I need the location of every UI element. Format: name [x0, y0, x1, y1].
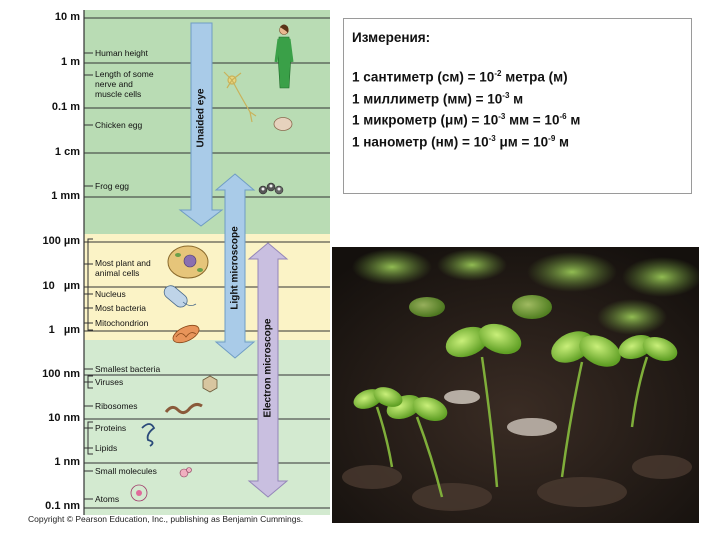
size-scale-diagram: 10 m 1 m 0.1 m 1 cm 1 mm 100 µm 10 µm 1 …	[0, 0, 330, 520]
text-part: м = 10	[507, 134, 549, 149]
item-viruses: Viruses	[95, 377, 124, 387]
nerve-cell-icon	[223, 71, 257, 123]
text-part: м	[509, 91, 524, 106]
background-seedlings	[352, 249, 699, 335]
item-plant-animal-cells: Most plant and animal cells	[95, 258, 151, 278]
item-line: Most plant and	[95, 258, 151, 268]
item-line: nerve and	[95, 79, 133, 89]
item-small-molecules: Small molecules	[95, 466, 157, 476]
measurement-line-nm: 1 нанометр (нм) = 10-3 μм = 10-9 м	[352, 130, 683, 152]
item-human-height: Human height	[95, 48, 148, 58]
tick-label: 0.1 m	[51, 101, 80, 113]
item-most-bacteria: Most bacteria	[95, 303, 147, 313]
text-part: 1 сантиметр (см) = 10	[352, 69, 495, 85]
tick-label: 10 nm	[48, 412, 80, 424]
item-nerve-muscle: Length of some nerve and muscle cells	[95, 69, 154, 99]
tick-label: 1 mm	[51, 190, 80, 202]
exponent: -6	[559, 112, 567, 121]
tick-label: 1 cm	[54, 146, 80, 158]
seedling-leaves	[353, 295, 678, 422]
measurement-line-cm: 1 сантиметр (см) = 10-2 метра (м)	[352, 65, 683, 87]
arrow-label-light-microscope: Light microscope	[229, 226, 241, 310]
item-atoms: Atoms	[95, 494, 120, 504]
arrow-light-microscope	[214, 173, 256, 359]
viruses-bracket	[87, 375, 93, 389]
text-part: 1 миллиметр (мм) = 10	[352, 91, 503, 106]
chicken-egg-icon	[273, 117, 293, 131]
small-molecule-icon	[179, 467, 192, 478]
exponent: -3	[498, 112, 506, 121]
text-part: м	[555, 134, 570, 149]
band-molecular	[84, 340, 330, 515]
measurements-box: Измерения: 1 сантиметр (см) = 10-2 метра…	[343, 18, 692, 194]
scale-background	[83, 10, 330, 515]
item-proteins: Proteins	[95, 423, 127, 433]
tick-label: 10 µm	[42, 280, 80, 292]
tick-label: 10 m	[54, 11, 80, 23]
tick-label: 1 µm	[48, 324, 80, 336]
exponent: -3	[502, 90, 510, 100]
mitochondrion-icon	[172, 324, 200, 344]
item-line: Length of some	[95, 69, 154, 79]
human-figure-icon	[274, 24, 294, 89]
item-lipids: Lipids	[95, 443, 118, 453]
virus-icon	[202, 375, 218, 393]
protein-icon	[141, 423, 156, 447]
item-line: muscle cells	[95, 89, 142, 99]
arrow-electron-microscope	[247, 242, 289, 498]
arrow-label-electron-microscope: Electron microscope	[262, 318, 274, 418]
soil-clumps	[342, 390, 692, 511]
text-part: 1 нанометр (нм) = 10	[352, 134, 489, 149]
text-part: м	[566, 112, 581, 128]
cells-bracket	[87, 238, 93, 331]
tick-label: 0.1 nm	[45, 500, 80, 512]
seedling-stems	[375, 356, 649, 498]
plant-cell-icon	[167, 245, 209, 279]
arrow-label-unaided-eye: Unaided eye	[195, 88, 207, 148]
exponent: -9	[548, 133, 556, 143]
measurement-line-mm: 1 миллиметр (мм) = 10-3 м	[352, 87, 683, 109]
text-part: 1 микрометр (	[352, 112, 446, 128]
bacterium-icon	[163, 285, 197, 308]
text-part: мм = 10	[505, 112, 560, 128]
macromolecule-bracket	[87, 421, 93, 455]
item-frog-egg: Frog egg	[95, 181, 130, 191]
frog-egg-icon	[258, 182, 284, 195]
tick-label: 100 nm	[42, 368, 80, 380]
mu-symbol: μ	[445, 112, 454, 128]
tick-label: 1 nm	[54, 456, 80, 468]
item-ribosomes: Ribosomes	[95, 401, 138, 411]
item-line: animal cells	[95, 268, 140, 278]
exponent: -2	[494, 69, 502, 78]
atom-icon	[130, 484, 148, 502]
text-part: метра (м)	[501, 69, 568, 85]
tick-label: 1 m	[61, 56, 80, 68]
exponent: -3	[488, 133, 496, 143]
seedlings-photo	[332, 247, 699, 523]
mu-symbol: μ	[499, 134, 508, 149]
item-mitochondrion: Mitochondrion	[95, 318, 149, 328]
item-chicken-egg: Chicken egg	[95, 120, 143, 130]
measurements-title: Измерения:	[352, 30, 431, 45]
ribosome-icon	[164, 402, 203, 415]
copyright-text: Copyright © Pearson Education, Inc., pub…	[28, 514, 304, 524]
measurement-line-um: 1 микрометр (μм) = 10-3 мм = 10-6 м	[352, 108, 683, 130]
arrow-unaided-eye	[178, 22, 224, 227]
item-smallest-bacteria: Smallest bacteria	[95, 364, 161, 374]
tick-label: 100 µm	[42, 235, 80, 247]
item-nucleus: Nucleus	[95, 289, 126, 299]
text-part: м) = 10	[453, 112, 499, 128]
